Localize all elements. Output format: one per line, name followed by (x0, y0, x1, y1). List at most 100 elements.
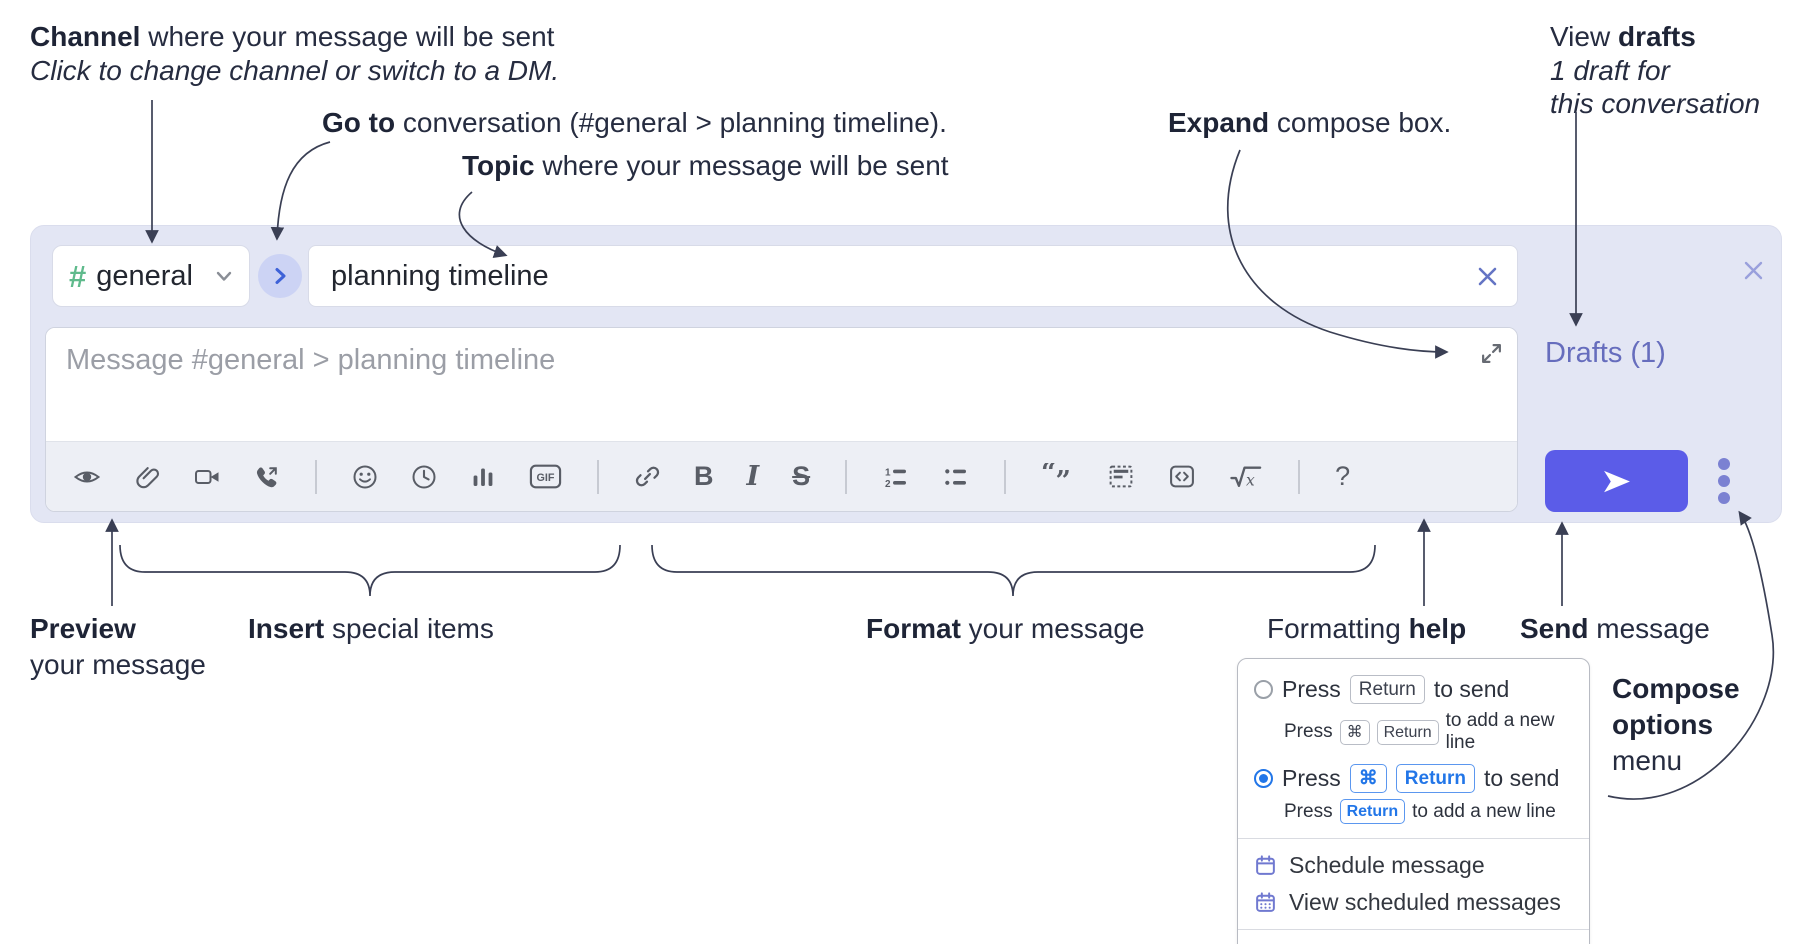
svg-text:1: 1 (885, 467, 891, 478)
channel-selector[interactable]: # general (52, 245, 250, 307)
gif-label: GIF (537, 472, 555, 484)
radio-checked-icon[interactable] (1254, 769, 1273, 788)
chevron-down-icon (213, 265, 235, 287)
option-return-sub: Press ⌘ Return to add a new line (1238, 708, 1589, 760)
option-text: to send (1433, 676, 1510, 702)
annotation-view-drafts: View drafts (1550, 20, 1696, 54)
annotation-goto-bold: Go to (322, 107, 396, 138)
poll-icon[interactable] (470, 460, 496, 494)
gif-icon[interactable]: GIF (529, 460, 562, 494)
link-icon[interactable] (634, 460, 661, 494)
kbd-return: Return (1349, 675, 1425, 704)
annotation-preview-line2: your message (30, 649, 206, 680)
radio-unchecked-icon[interactable] (1254, 680, 1273, 699)
expand-compose-button[interactable] (1480, 342, 1503, 365)
annotation-expand: Expand compose box. (1168, 106, 1451, 140)
formatting-help-icon[interactable]: ? (1335, 461, 1351, 491)
menu-divider (1238, 838, 1589, 839)
annotation-send-bold: Send (1520, 613, 1589, 644)
brace-format (651, 544, 1376, 597)
code-icon[interactable] (1168, 460, 1196, 494)
bold-icon[interactable]: B (694, 461, 714, 491)
annotation-format-bold: Format (866, 613, 961, 644)
italic-icon[interactable]: I (746, 461, 760, 492)
annotation-goto-rest: conversation (#general > planning timeli… (395, 107, 947, 138)
menu-item-view-scheduled[interactable]: View scheduled messages (1238, 884, 1589, 921)
calendar-icon (1254, 854, 1277, 877)
annotation-view-drafts-bold: drafts (1617, 21, 1696, 52)
quote-icon[interactable]: “” (1041, 460, 1074, 494)
topic-input[interactable] (309, 259, 1474, 293)
voice-call-icon[interactable] (254, 460, 280, 494)
menu-item-label: View scheduled messages (1289, 889, 1561, 915)
annotation-topic-rest: where your message will be sent (534, 150, 949, 181)
attach-file-icon[interactable] (135, 460, 161, 494)
option-subtext: to add a new line (1412, 800, 1556, 822)
option-subtext: Press (1284, 721, 1333, 742)
go-to-conversation-button[interactable] (258, 254, 302, 298)
menu-item-schedule-message[interactable]: Schedule message (1238, 847, 1589, 884)
kbd-cmd: ⌘ (1339, 719, 1370, 745)
spoiler-icon[interactable] (1107, 460, 1135, 494)
send-button[interactable] (1545, 450, 1688, 512)
message-textarea[interactable] (46, 328, 1517, 441)
toolbar-divider (1298, 459, 1301, 494)
option-subtext: to add a new line (1445, 710, 1555, 753)
annotation-channel: Channel where your message will be sent (30, 20, 554, 54)
toolbar-divider (597, 459, 599, 494)
strikethrough-icon[interactable]: S (792, 461, 811, 491)
option-return-to-send[interactable]: Press Return to send (1238, 671, 1589, 708)
annotation-insert-bold: Insert (248, 613, 325, 644)
toolbar-divider (845, 459, 848, 494)
annotation-topic: Topic where your message will be sent (462, 149, 949, 183)
video-call-icon[interactable] (194, 460, 221, 494)
option-cmd-return-to-send[interactable]: Press ⌘ Return to send (1238, 760, 1589, 797)
svg-text:“: “ (1041, 463, 1056, 489)
preview-icon[interactable] (72, 460, 102, 494)
toolbar-divider (315, 459, 317, 494)
annotation-insert: Insert special items (248, 612, 494, 646)
brace-insert (119, 544, 621, 597)
compose-options-popup: Press Return to send Press ⌘ Return to a… (1237, 658, 1590, 944)
kbd-cmd-blue: ⌘ (1349, 764, 1387, 793)
svg-text:2: 2 (885, 479, 891, 490)
annotation-compose-options-line2: options (1612, 709, 1714, 740)
channel-name: general (96, 259, 193, 292)
annotation-formatting-help-pre: Formatting (1267, 613, 1409, 644)
kbd-return-blue: Return (1395, 764, 1476, 793)
bulleted-list-icon[interactable] (942, 460, 969, 494)
global-time-icon[interactable] (411, 460, 437, 494)
annotation-format: Format your message (866, 612, 1145, 646)
math-icon[interactable]: x (1229, 460, 1263, 494)
compose-options-menu-button[interactable] (1712, 453, 1736, 509)
option-cmd-return-sub: Press Return to add a new line (1238, 797, 1589, 830)
annotation-send-rest: message (1588, 613, 1710, 644)
drafts-link[interactable]: Drafts (1) (1545, 337, 1666, 369)
option-text: Press (1282, 676, 1341, 702)
kbd-return-blue: Return (1339, 799, 1406, 824)
chevron-right-icon (269, 265, 291, 287)
annotation-channel-sub: Click to change channel or switch to a D… (30, 55, 560, 86)
annotation-channel-bold: Channel (30, 21, 141, 52)
annotation-formatting-help: Formatting help (1267, 612, 1466, 646)
menu-item-save-draft[interactable]: Save draft and start a new message (1238, 938, 1589, 944)
clear-topic-button[interactable] (1474, 263, 1501, 290)
annotation-channel-rest: where your message will be sent (140, 21, 555, 52)
math-x-label: x (1246, 471, 1255, 489)
annotation-insert-rest: special items (324, 613, 494, 644)
vertical-dots-icon (1718, 458, 1730, 470)
annotation-expand-bold: Expand (1168, 107, 1270, 138)
expand-diagonal-icon (1480, 342, 1503, 365)
annotation-compose-options-line3: menu (1612, 745, 1683, 776)
emoji-icon[interactable] (352, 460, 378, 494)
connector-goto (270, 141, 331, 241)
menu-divider (1238, 929, 1589, 930)
annotation-expand-rest: compose box. (1269, 107, 1452, 138)
close-compose-button[interactable] (1740, 257, 1767, 284)
close-icon (1740, 257, 1767, 284)
annotation-compose-options-line1: Compose (1612, 673, 1740, 704)
calendar-dots-icon (1254, 891, 1277, 914)
